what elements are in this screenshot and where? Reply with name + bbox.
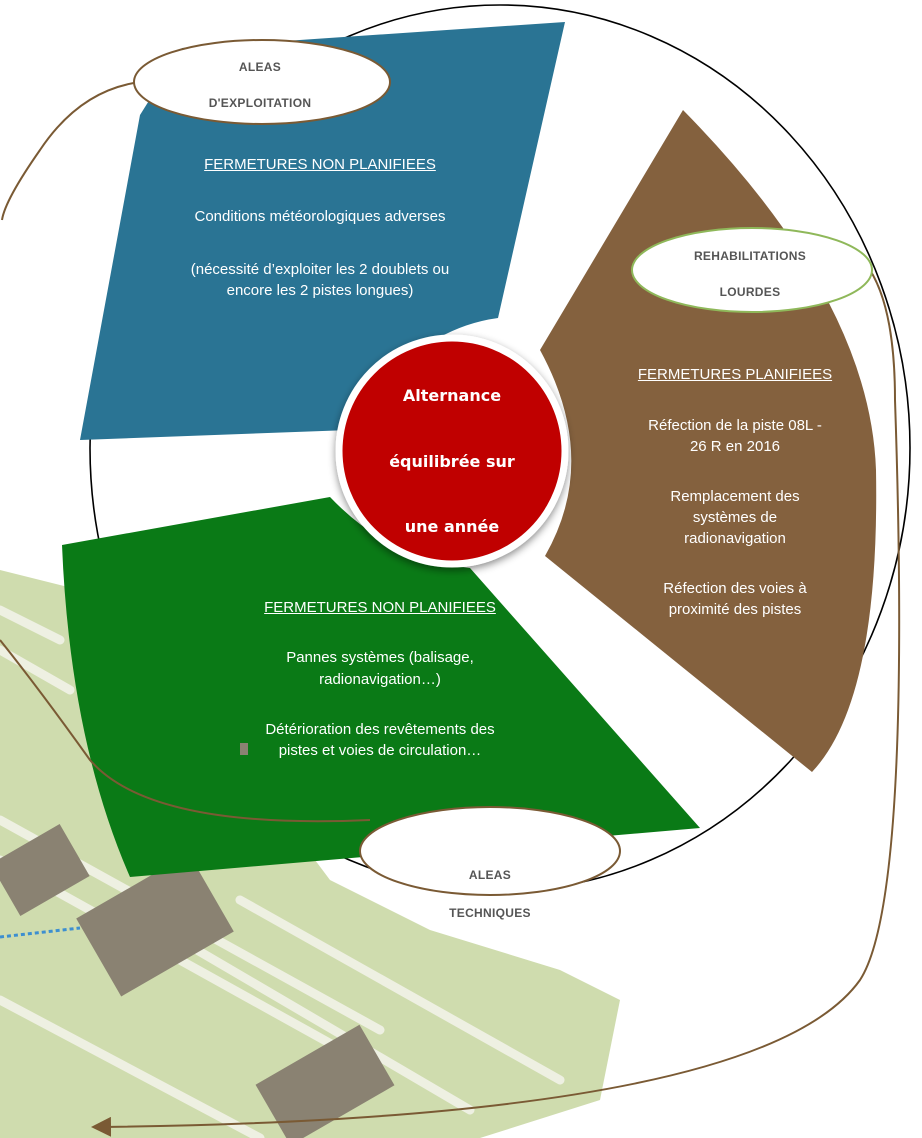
green-line2: radionavigation…) — [319, 671, 441, 688]
label-bubble-technique — [359, 806, 621, 896]
label-exploitation-line2: D'EXPLOITATION — [208, 96, 312, 110]
center-line3: une année — [404, 517, 500, 536]
brown-line1: Réfection de la piste 08L - — [648, 417, 822, 434]
brown-title: FERMETURES PLANIFIEES — [637, 366, 833, 383]
label-rehab-line2: LOURDES — [719, 285, 781, 299]
blue-line3: encore les 2 pistes longues) — [226, 282, 414, 299]
green-line4: pistes et voies de circulation… — [278, 742, 482, 759]
green-line1: Pannes systèmes (balisage, — [286, 649, 474, 666]
label-technique-line2: TECHNIQUES — [449, 906, 531, 920]
blue-title: FERMETURES NON PLANIFIEES — [204, 156, 436, 173]
label-technique-line1: ALEAS — [468, 868, 512, 882]
label-bubble-exploitation — [133, 39, 391, 125]
center-line1: Alternance — [402, 386, 502, 405]
map-tower-icon — [240, 743, 248, 755]
segment-green — [62, 497, 700, 877]
connector-arrows — [0, 81, 901, 1137]
brown-line3: Remplacement des — [670, 488, 800, 505]
green-line3: Détérioration des revêtements des — [265, 721, 495, 738]
label-bubble-rehab — [631, 227, 873, 313]
brown-line6: Réfection des voies à — [663, 580, 807, 597]
center-line2: équilibrée sur — [389, 452, 515, 471]
brown-line2: 26 R en 2016 — [689, 438, 781, 455]
arrow-rehab — [91, 269, 901, 1137]
brown-line5: radionavigation — [684, 530, 786, 547]
brown-line7: proximité des pistes — [668, 601, 802, 618]
label-rehab-line1: REHABILITATIONS — [693, 249, 807, 263]
arrow-technique — [0, 639, 371, 823]
blue-line1: Conditions météorologiques adverses — [194, 208, 446, 225]
segment-blue — [80, 22, 565, 440]
blue-line2: (nécessité d’exploiter les 2 doublets ou — [190, 261, 450, 278]
arrow-exploitation — [1, 81, 141, 221]
green-title: FERMETURES NON PLANIFIEES — [264, 599, 496, 616]
brown-line4: systèmes de — [692, 509, 778, 526]
center-circle — [335, 334, 569, 568]
label-exploitation-line1: ALEAS — [238, 60, 282, 74]
